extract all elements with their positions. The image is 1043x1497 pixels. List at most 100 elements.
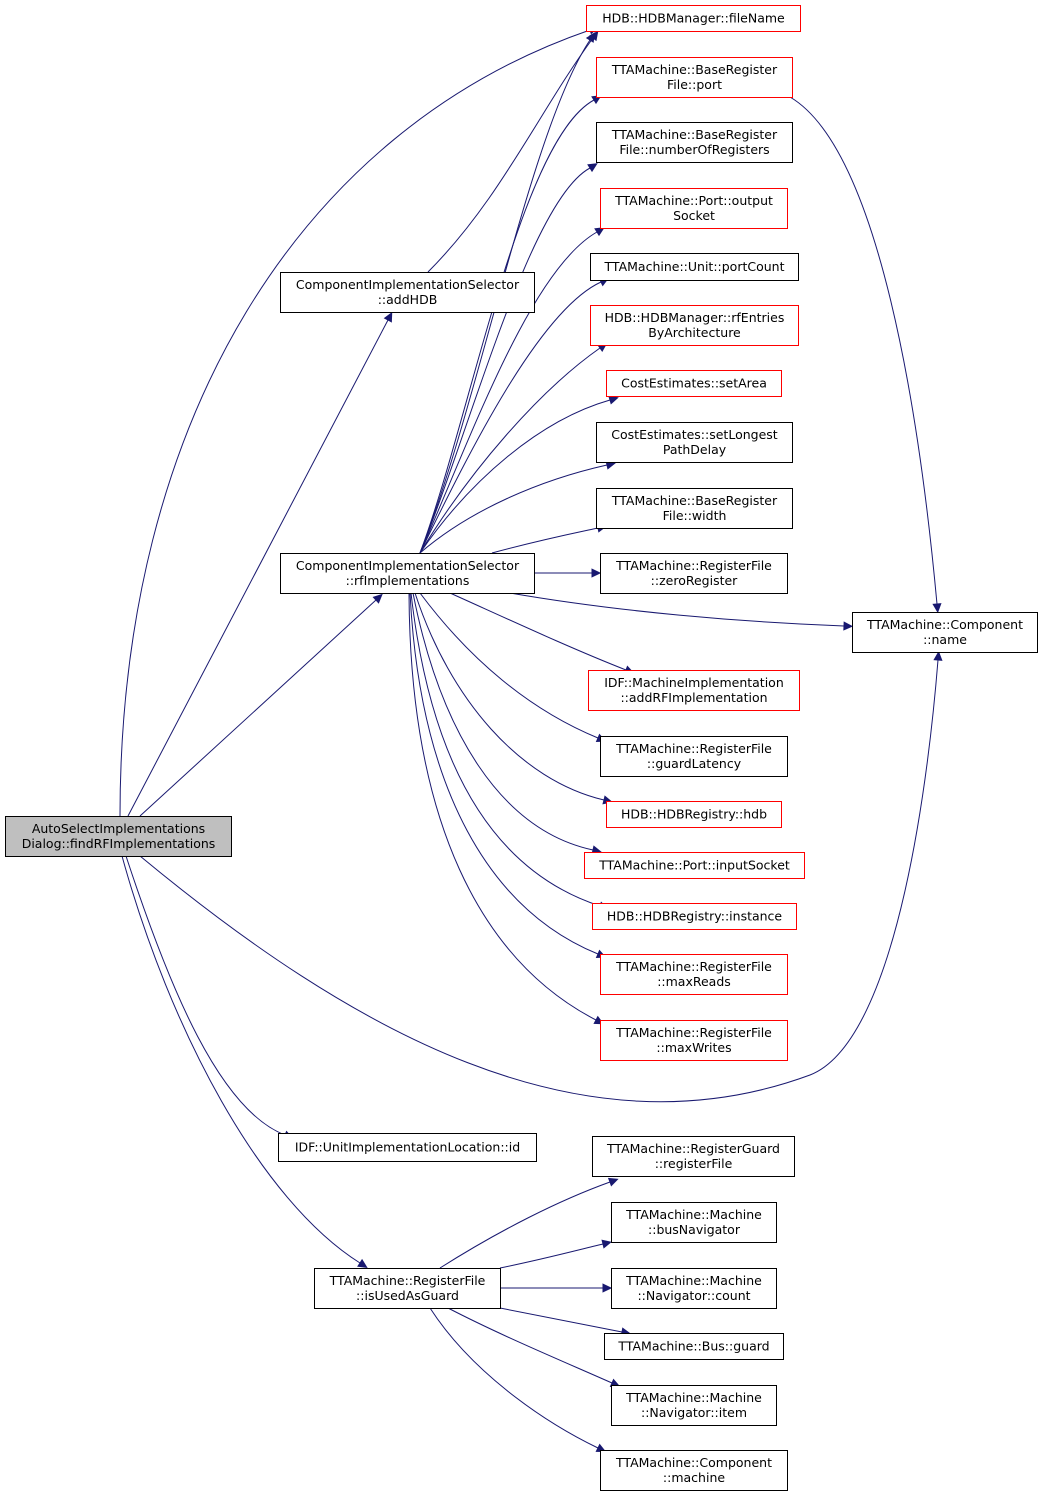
arrowhead-rfImpl-to-zeroReg <box>591 568 602 578</box>
node-fileName[interactable]: HDB::HDBManager::fileName <box>586 5 801 32</box>
node-label-line: AutoSelectImplementations <box>32 821 205 836</box>
edge-isUsedAsGuard-to-busGuard <box>499 1307 623 1333</box>
node-label-line: TTAMachine::RegisterGuard <box>606 1141 780 1156</box>
node-box[interactable] <box>5 816 232 857</box>
node-box[interactable] <box>586 5 801 32</box>
node-label-line: IDF::MachineImplementation <box>604 675 784 690</box>
node-box[interactable] <box>600 188 788 229</box>
node-compName[interactable]: TTAMachine::Component::name <box>852 612 1038 653</box>
node-setArea[interactable]: CostEstimates::setArea <box>606 370 782 397</box>
node-box[interactable] <box>590 253 799 281</box>
arrowhead-isUsedAsGuard-to-busNav <box>601 1239 612 1249</box>
node-label-line: TTAMachine::BaseRegister <box>611 127 778 142</box>
node-label-line: TTAMachine::RegisterFile <box>615 959 772 974</box>
edge-isUsedAsGuard-to-regFile <box>439 1181 611 1269</box>
node-box[interactable] <box>606 370 782 397</box>
node-zeroReg[interactable]: TTAMachine::RegisterFile::zeroRegister <box>600 553 788 594</box>
edge-rfImpl-to-setArea <box>419 399 611 554</box>
node-busNav[interactable]: TTAMachine::Machine::busNavigator <box>611 1202 777 1243</box>
node-box[interactable] <box>604 1333 784 1360</box>
node-box[interactable] <box>611 1268 777 1309</box>
node-label-line: ::Navigator::count <box>637 1288 750 1303</box>
node-busGuard[interactable]: TTAMachine::Bus::guard <box>604 1333 784 1360</box>
node-unitId[interactable]: IDF::UnitImplementationLocation::id <box>278 1133 537 1162</box>
node-rfImpl[interactable]: ComponentImplementationSelector::rfImple… <box>280 553 535 594</box>
node-numRegs[interactable]: TTAMachine::BaseRegisterFile::numberOfRe… <box>596 122 793 163</box>
node-instance[interactable]: HDB::HDBRegistry::instance <box>592 903 797 930</box>
arrowhead-rfImpl-to-numRegs <box>587 163 598 173</box>
node-box[interactable] <box>314 1268 501 1309</box>
edge-rfImpl-to-addRF <box>449 592 627 671</box>
node-label-line: IDF::UnitImplementationLocation::id <box>295 1140 520 1155</box>
node-box[interactable] <box>584 852 805 879</box>
node-addHDB[interactable]: ComponentImplementationSelector::addHDB <box>280 272 535 313</box>
arrowhead-isUsedAsGuard-to-regFile <box>607 1177 619 1187</box>
node-label-line: ByArchitecture <box>648 325 741 340</box>
node-guardLat[interactable]: TTAMachine::RegisterFile::guardLatency <box>600 736 788 777</box>
node-navItem[interactable]: TTAMachine::Machine::Navigator::item <box>611 1385 777 1426</box>
node-label-line: ::busNavigator <box>648 1222 741 1237</box>
node-label-line: TTAMachine::Machine <box>625 1207 762 1222</box>
edge-rfImpl-to-numRegs <box>419 167 591 554</box>
node-label-line: TTAMachine::Port::inputSocket <box>598 858 790 873</box>
node-box[interactable] <box>596 57 793 98</box>
node-box[interactable] <box>280 272 535 313</box>
node-box[interactable] <box>611 1385 777 1426</box>
node-box[interactable] <box>592 903 797 930</box>
edge-isUsedAsGuard-to-busNav <box>499 1243 604 1269</box>
node-maxReads[interactable]: TTAMachine::RegisterFile::maxReads <box>600 954 788 995</box>
node-inSocket[interactable]: TTAMachine::Port::inputSocket <box>584 852 805 879</box>
node-box[interactable] <box>280 553 535 594</box>
edge-root-to-unitId <box>125 855 286 1136</box>
node-label-line: HDB::HDBManager::fileName <box>602 11 785 26</box>
node-label-line: PathDelay <box>663 442 727 457</box>
node-compMachine[interactable]: TTAMachine::Component::machine <box>600 1450 788 1491</box>
node-label-line: TTAMachine::Bus::guard <box>617 1339 769 1354</box>
node-label-line: TTAMachine::BaseRegister <box>611 62 778 77</box>
node-label-line: File::port <box>667 77 722 92</box>
node-label-line: ::addHDB <box>378 292 438 307</box>
node-box[interactable] <box>596 422 793 463</box>
arrowhead-root-to-rfImpl <box>372 593 383 604</box>
node-hdb[interactable]: HDB::HDBRegistry::hdb <box>606 801 782 828</box>
arrowhead-rfImpl-to-compName <box>843 621 854 631</box>
node-label-line: ::addRFImplementation <box>620 690 767 705</box>
node-box[interactable] <box>596 488 793 529</box>
node-isUsedAsGuard[interactable]: TTAMachine::RegisterFile::isUsedAsGuard <box>314 1268 501 1309</box>
node-box[interactable] <box>590 305 799 346</box>
nodes-layer: AutoSelectImplementationsDialog::findRFI… <box>5 5 1038 1491</box>
node-box[interactable] <box>592 1136 795 1177</box>
edge-rfImpl-to-rfEntries <box>419 347 601 554</box>
node-box[interactable] <box>606 801 782 828</box>
edge-rfImpl-to-maxWrites <box>408 592 597 1021</box>
node-label-line: ::machine <box>663 1470 725 1485</box>
node-box[interactable] <box>600 736 788 777</box>
node-navCount[interactable]: TTAMachine::Machine::Navigator::count <box>611 1268 777 1309</box>
node-box[interactable] <box>600 954 788 995</box>
arrowhead-root-to-compName <box>933 650 943 661</box>
node-maxWrites[interactable]: TTAMachine::RegisterFile::maxWrites <box>600 1020 788 1061</box>
node-label-line: Dialog::findRFImplementations <box>22 836 216 851</box>
node-box[interactable] <box>852 612 1038 653</box>
node-box[interactable] <box>600 553 788 594</box>
node-regFile[interactable]: TTAMachine::RegisterGuard::registerFile <box>592 1136 795 1177</box>
node-box[interactable] <box>596 122 793 163</box>
node-label-line: TTAMachine::Component <box>866 617 1023 632</box>
node-root[interactable]: AutoSelectImplementationsDialog::findRFI… <box>5 816 232 857</box>
node-label-line: TTAMachine::Port::output <box>614 193 773 208</box>
node-box[interactable] <box>600 1450 788 1491</box>
node-box[interactable] <box>588 670 800 711</box>
edge-root-to-rfImpl <box>139 599 377 817</box>
node-portCount[interactable]: TTAMachine::Unit::portCount <box>590 253 799 281</box>
node-addRF[interactable]: IDF::MachineImplementation::addRFImpleme… <box>588 670 800 711</box>
node-box[interactable] <box>600 1020 788 1061</box>
node-box[interactable] <box>278 1133 537 1162</box>
node-box[interactable] <box>611 1202 777 1243</box>
node-label-line: ComponentImplementationSelector <box>296 558 520 573</box>
